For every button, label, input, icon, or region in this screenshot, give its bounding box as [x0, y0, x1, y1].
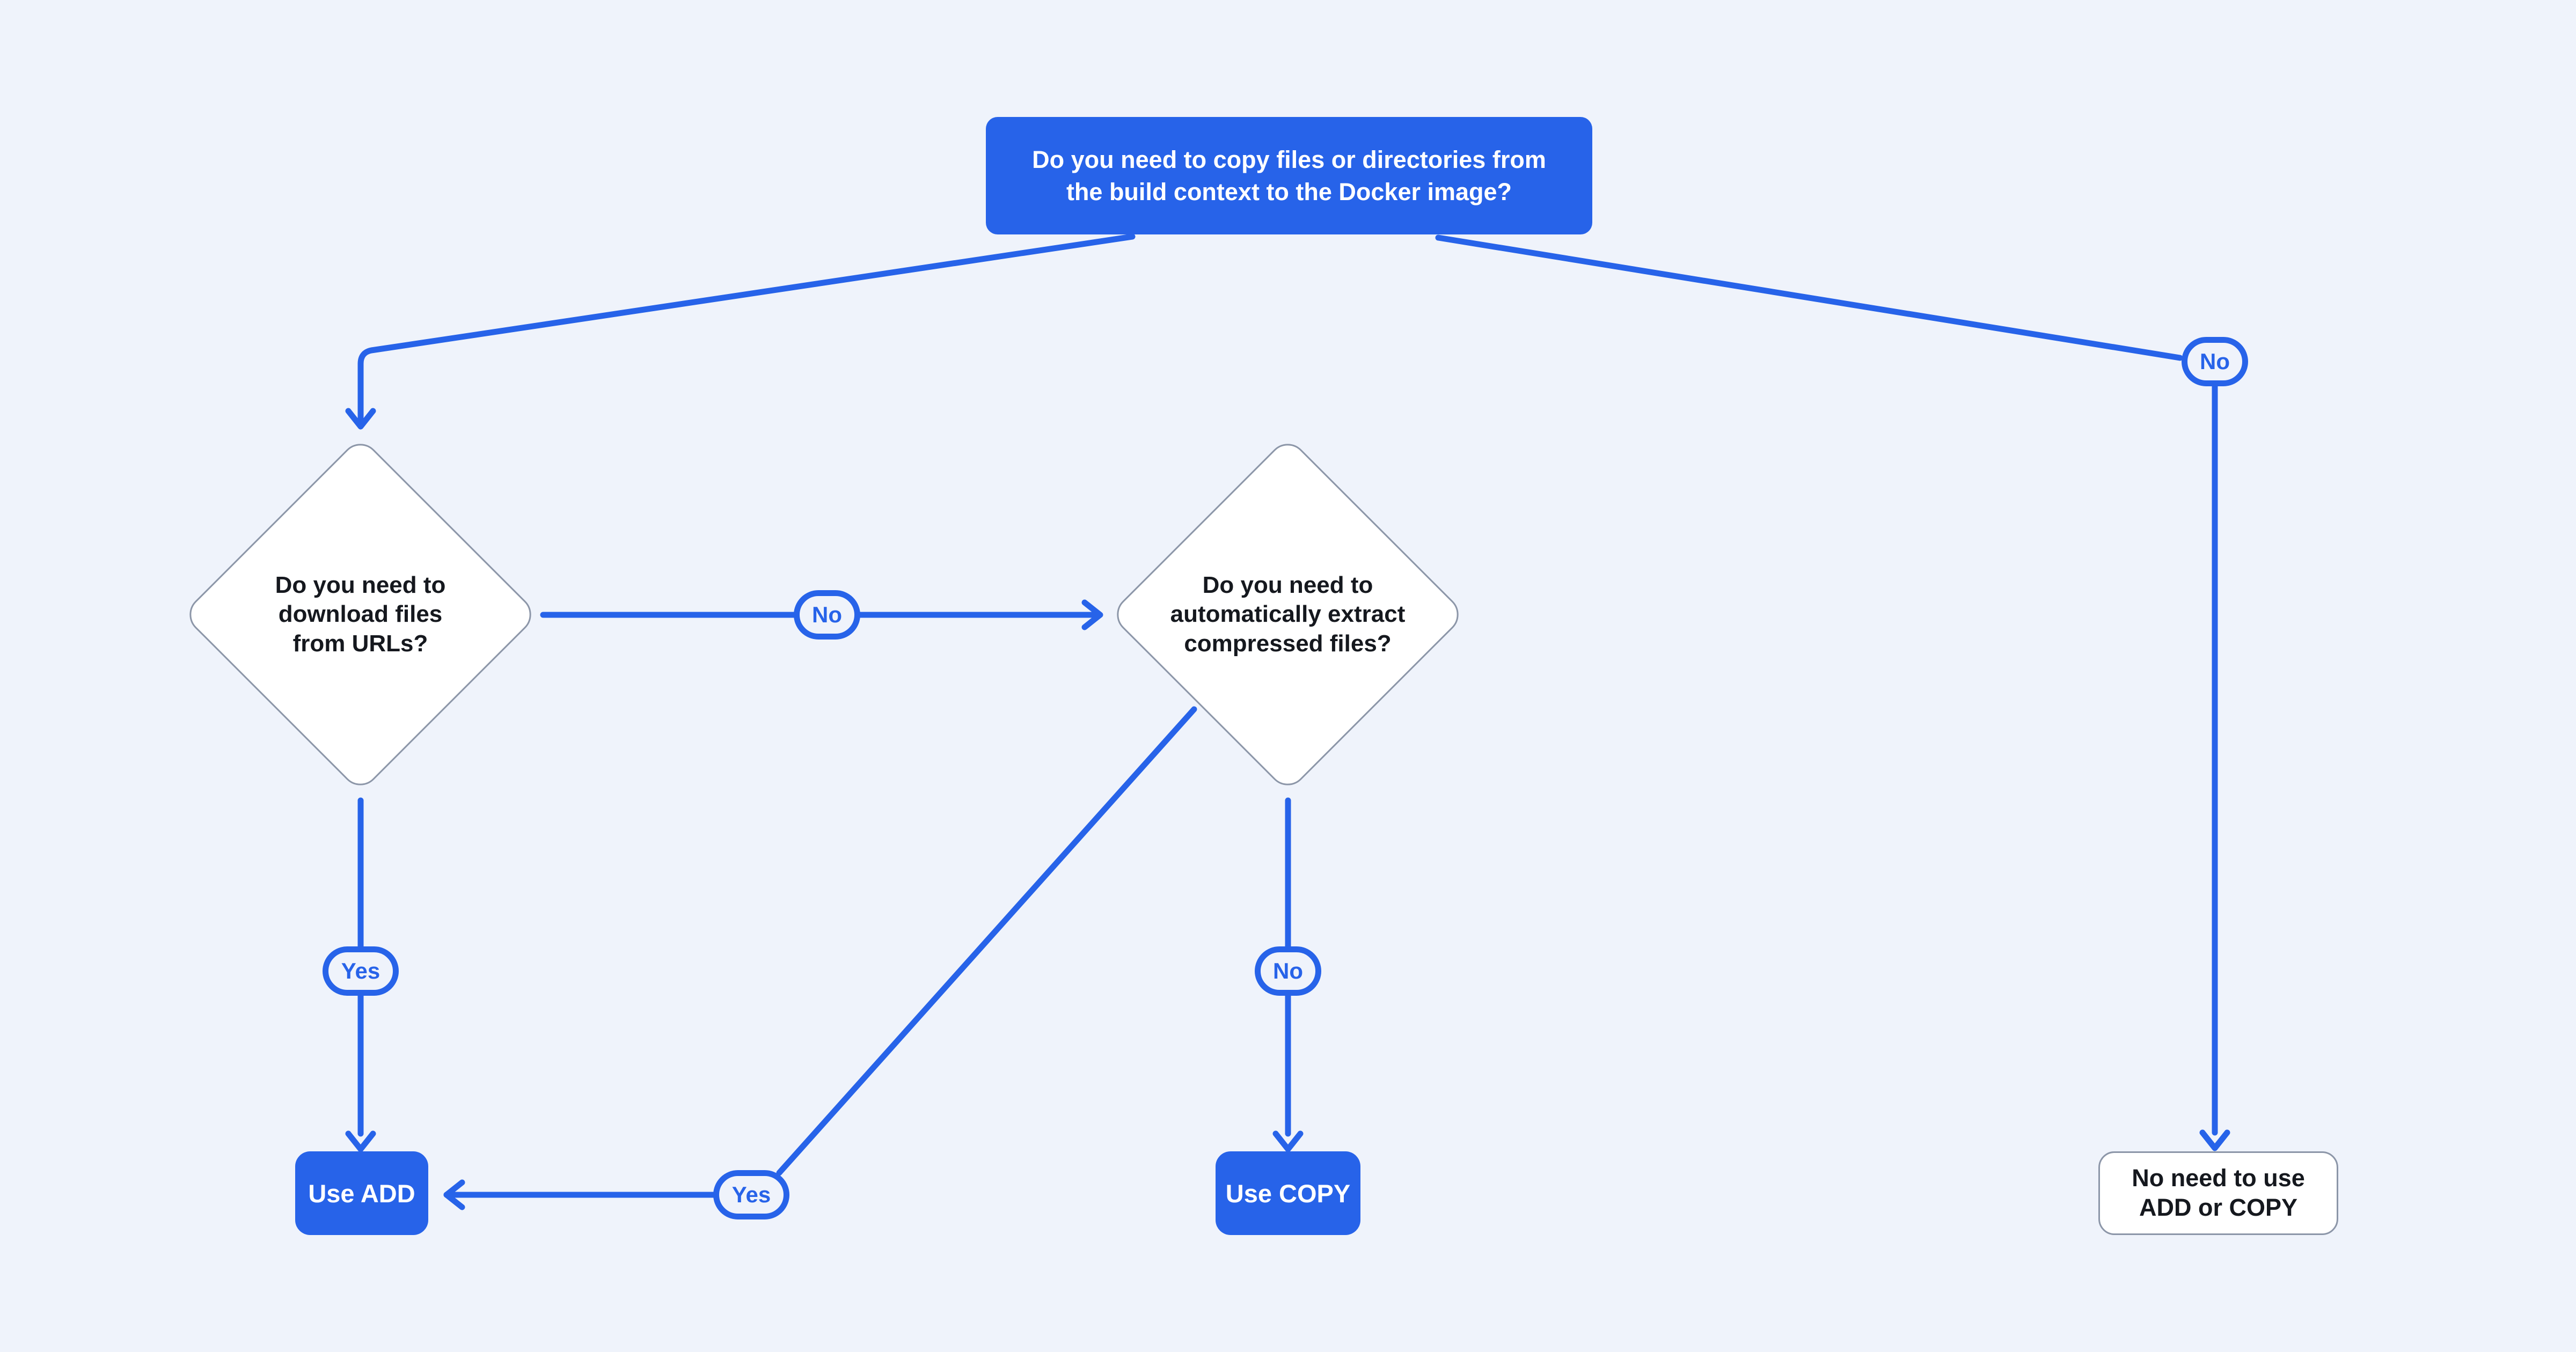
arrowhead-into-no-need-box — [2199, 1129, 2230, 1151]
root-question-label: Do you need to copy files or directories… — [1032, 145, 1546, 205]
arrowhead-into-use-add-right — [443, 1179, 465, 1210]
arrowhead-into-download-diamond — [345, 408, 376, 430]
edge-label-yes-extract-to-add: Yes — [713, 1170, 789, 1219]
result-no-need: No need to use ADD or COPY — [2098, 1151, 2338, 1235]
arrowhead-into-use-copy — [1272, 1130, 1304, 1152]
root-question-node: Do you need to copy files or directories… — [986, 117, 1592, 234]
edge-label-no-extract-to-copy: No — [1255, 946, 1321, 996]
edge-label-yes-download-to-add: Yes — [323, 946, 399, 996]
result-use-copy: Use COPY — [1216, 1151, 1360, 1235]
decision-extract-label: Do you need to automatically extract com… — [1170, 571, 1406, 657]
edge-label-no-root-to-none: No — [2182, 337, 2248, 386]
edge-extract-to-yes-pill-diagonal — [776, 706, 1197, 1176]
arrowhead-into-extract-diamond — [1081, 599, 1103, 630]
decision-download-diamond: Do you need to download files from URLs? — [181, 436, 539, 793]
edge-label-no-download-to-extract: No — [794, 590, 860, 640]
decision-extract-diamond: Do you need to automatically extract com… — [1109, 436, 1467, 793]
edge-root-to-no-pill-line — [1435, 234, 2183, 361]
arrowhead-into-use-add-top — [345, 1130, 376, 1152]
decision-download-label: Do you need to download files from URLs? — [275, 571, 446, 657]
result-use-add: Use ADD — [295, 1151, 428, 1235]
edge-root-to-download-line — [357, 233, 1136, 425]
